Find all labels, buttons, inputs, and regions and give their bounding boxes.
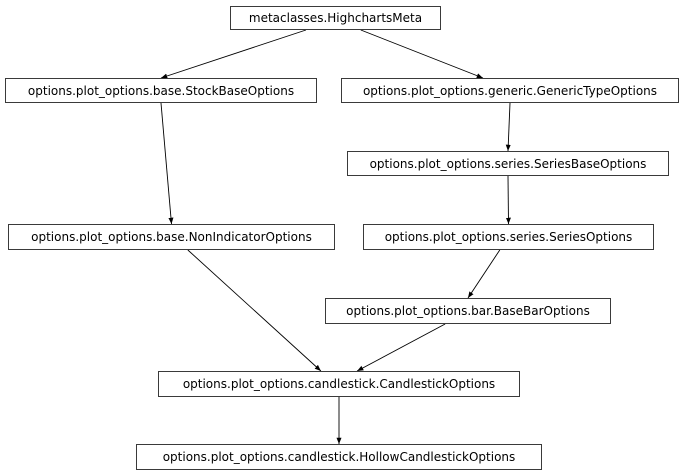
node-stock-base-options: options.plot_options.base.StockBaseOptio… bbox=[5, 78, 317, 103]
edge-meta-to-generic-type bbox=[360, 29, 484, 79]
edge-non-indicator-to-candlestick bbox=[187, 249, 322, 372]
node-base-bar-options: options.plot_options.bar.BaseBarOptions bbox=[325, 298, 611, 324]
node-non-indicator-options: options.plot_options.base.NonIndicatorOp… bbox=[8, 224, 335, 250]
node-highcharts-meta: metaclasses.HighchartsMeta bbox=[230, 6, 441, 30]
node-series-base-options: options.plot_options.series.SeriesBaseOp… bbox=[347, 151, 669, 176]
node-hollow-candlestick-options: options.plot_options.candlestick.HollowC… bbox=[136, 444, 542, 470]
edge-series-base-to-series bbox=[505, 175, 511, 225]
node-series-options: options.plot_options.series.SeriesOption… bbox=[363, 224, 654, 250]
edge-meta-to-stock-base bbox=[160, 29, 307, 79]
edge-stock-base-to-non-indicator bbox=[160, 102, 174, 225]
edge-generic-type-to-series-base bbox=[505, 102, 511, 152]
edge-base-bar-to-candlestick bbox=[356, 323, 446, 372]
node-candlestick-options: options.plot_options.candlestick.Candles… bbox=[158, 371, 520, 397]
edge-series-to-base-bar bbox=[467, 249, 501, 299]
node-generic-type-options: options.plot_options.generic.GenericType… bbox=[341, 78, 679, 103]
